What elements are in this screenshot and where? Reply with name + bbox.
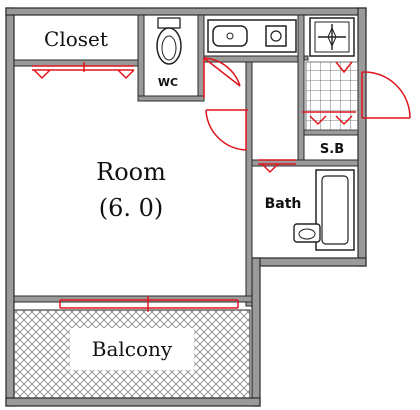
bathtub-icon (315, 169, 355, 251)
balcony-sliding-doors (59, 296, 239, 312)
bath-label: Bath (265, 196, 302, 212)
exterior-walls (5, 7, 367, 407)
balcony-label-box (70, 328, 194, 370)
entrance-door-swing (361, 71, 411, 119)
storage-label: S.B (320, 142, 344, 157)
room-door-swing (205, 109, 248, 151)
doors (32, 57, 411, 312)
bath-sliding-door (258, 159, 296, 174)
room-label: Room (96, 158, 166, 186)
wc-label: WC (158, 76, 178, 89)
stove-icon (309, 17, 355, 57)
balcony-label: Balcony (92, 337, 173, 361)
toilet-icon (156, 17, 182, 65)
wc-door-swing (203, 57, 241, 98)
room-size-label: (6. 0) (99, 194, 164, 222)
closet-sliding-doors (32, 62, 135, 80)
closet-label: Closet (44, 27, 108, 51)
kitchen-doors (302, 61, 356, 126)
kitchen-sink-icon (207, 19, 297, 53)
washbasin-icon (293, 223, 321, 243)
interior-walls (13, 14, 359, 307)
